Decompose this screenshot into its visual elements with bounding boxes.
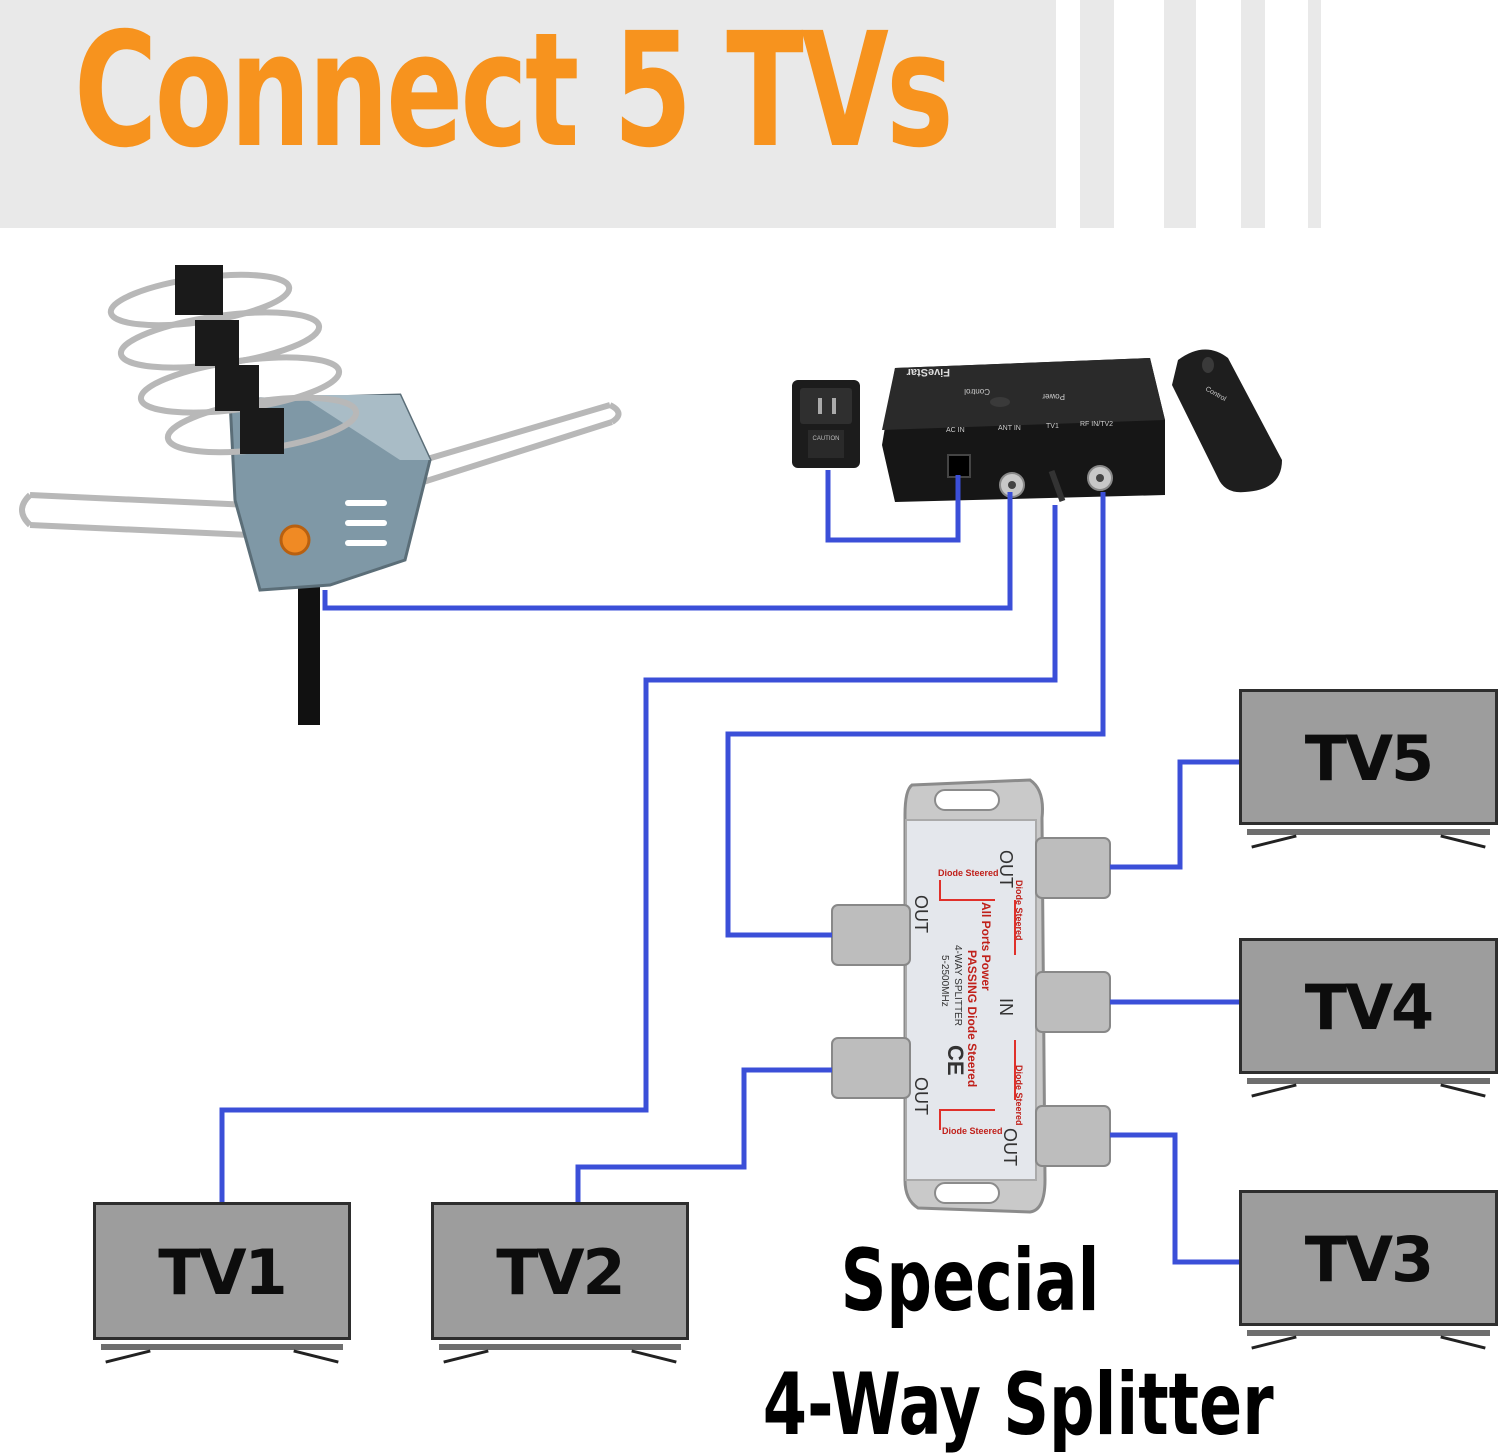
tv1: TV1: [93, 1202, 351, 1364]
tv-label: TV3: [1304, 1223, 1434, 1297]
tv-label: TV5: [1304, 722, 1434, 796]
splitter-diode-label-2: Diode Steered: [1014, 880, 1024, 941]
splitter-out-label-4: OUT: [1000, 1128, 1020, 1166]
control-box-control-label: Control: [964, 387, 990, 396]
wires: [219, 470, 1240, 1265]
tv-stand: [439, 1344, 681, 1350]
splitter-out-label-2: OUT: [911, 895, 931, 933]
header-stripe: [1308, 0, 1321, 228]
wire-tv1-output: [219, 505, 1058, 1203]
tv-label: TV2: [496, 1236, 625, 1310]
splitter-diode-label-3: Diode Steered: [1014, 1065, 1024, 1126]
page-title: Connect 5 TVs: [74, 0, 954, 183]
splitter-diode-label-4: Diode Steered: [942, 1126, 1003, 1136]
tv-label: TV4: [1304, 971, 1434, 1045]
splitter-caption-line1: Special: [840, 1231, 1100, 1331]
splitter-out-label-1: OUT: [996, 850, 1016, 888]
header-stripe: [1080, 0, 1114, 228]
tv-label: TV1: [158, 1236, 287, 1310]
tv-screen: [93, 1202, 351, 1340]
splitter-diode-label-1: Diode Steered: [938, 868, 999, 878]
control-box-brand: FiveStar: [906, 366, 950, 378]
port-label-ac-in: AC IN: [946, 427, 965, 434]
tv-screen: [1239, 689, 1498, 825]
splitter-passing-line1: All Ports Power: [979, 902, 993, 991]
port-label-tv1: TV1: [1046, 423, 1059, 430]
tv-stand: [1247, 829, 1490, 835]
tv5: TV5: [1239, 689, 1498, 849]
wire-rf-out-to-splitter-in: [725, 492, 1106, 938]
header-stripe: [1241, 0, 1265, 228]
splitter-caption-line2: 4-Way Splitter: [762, 1355, 1274, 1455]
splitter-passing-line2: PASSING Diode Steered: [965, 950, 979, 1087]
control-box-power-label: Power: [1042, 392, 1065, 401]
splitter-out-label-3: OUT: [911, 1077, 931, 1115]
splitter-in-label: IN: [996, 998, 1016, 1016]
splitter-frequency: 5-2500MHz: [939, 955, 950, 1007]
remote-control: Control: [1172, 349, 1282, 493]
control-box: FiveStar Control Power AC IN ANT IN TV1 …: [882, 358, 1165, 503]
tv3: TV3: [1239, 1190, 1498, 1350]
port-label-ant-in: ANT IN: [998, 425, 1021, 432]
antenna-icon: [19, 265, 622, 592]
splitter: OUT OUT IN OUT OUT Diode Steered Diode S…: [831, 778, 1111, 1214]
tv-screen: [431, 1202, 689, 1340]
splitter-model: 4-WAY SPLITTER: [952, 945, 963, 1026]
tv-stand: [1247, 1078, 1490, 1084]
wire-adapter-to-ac-in: [825, 470, 961, 543]
power-adapter: CAUTION: [792, 380, 860, 468]
header-band: [0, 0, 1056, 228]
splitter-ce-mark: CE: [943, 1045, 968, 1076]
tv4: TV4: [1239, 938, 1498, 1098]
tv-screen: [1239, 938, 1498, 1074]
antenna-mast: [298, 560, 320, 725]
wire-splitter-to-tv3: [1110, 1132, 1240, 1265]
port-label-rf-in-tv2: RF IN/TV2: [1080, 421, 1113, 428]
wire-splitter-to-tv2: [575, 1067, 832, 1203]
wire-antenna-to-ant-in: [322, 492, 1013, 611]
tv-screen: [1239, 1190, 1498, 1326]
adapter-label: CAUTION: [813, 436, 840, 442]
tv-stand: [101, 1344, 343, 1350]
wire-splitter-to-tv5: [1110, 759, 1240, 870]
tv2: TV2: [431, 1202, 689, 1364]
tv-stand: [1247, 1330, 1490, 1336]
header-stripe: [1164, 0, 1196, 228]
